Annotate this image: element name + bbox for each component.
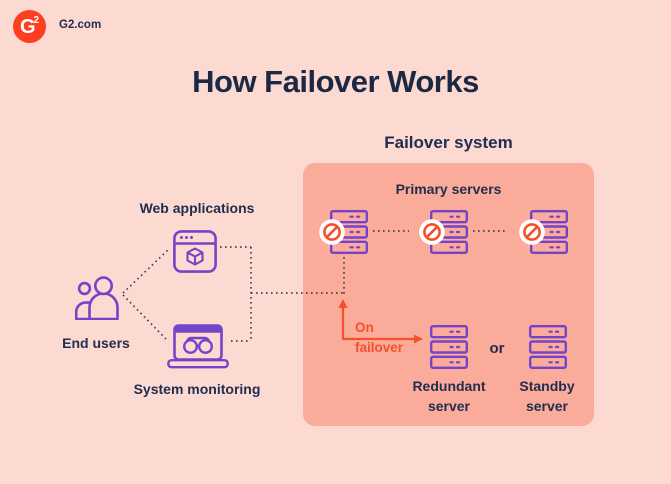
offline-badge-icon — [419, 219, 445, 245]
web-app-icon — [173, 230, 217, 273]
standby-server-label: Standby server — [519, 378, 575, 414]
end-users-label: End users — [62, 335, 130, 351]
failover-system-panel — [303, 163, 594, 426]
users-to-webapp-dotted-line — [122, 248, 170, 294]
system-monitoring-label: System monitoring — [133, 381, 261, 397]
server-rack-icon — [330, 210, 368, 254]
primary-servers-label: Primary servers — [395, 181, 502, 197]
redundant-server-label: Redundant server — [412, 378, 486, 414]
on-failover-label: On failover — [355, 320, 404, 355]
offline-badge-icon — [319, 219, 345, 245]
monitoring-laptop-icon — [167, 324, 229, 369]
brand-label: G2.com — [59, 19, 102, 31]
logo-letter: G — [19, 15, 36, 38]
failover-system-heading: Failover system — [384, 133, 513, 152]
offline-badge-icon — [519, 219, 545, 245]
primary-server-node-1 — [319, 210, 368, 254]
page-title: How Failover Works — [192, 64, 479, 99]
primary-server-node-2 — [419, 210, 468, 254]
web-applications-label: Web applications — [139, 200, 255, 216]
logo-superscript: 2 — [33, 14, 40, 26]
redundant-server-rack-icon — [430, 325, 468, 369]
primary-server-node-3 — [519, 210, 568, 254]
users-icon — [75, 276, 119, 320]
g2-logo-icon: G 2 — [13, 10, 46, 43]
or-label: or — [489, 340, 505, 357]
standby-server-rack-icon — [529, 325, 567, 369]
